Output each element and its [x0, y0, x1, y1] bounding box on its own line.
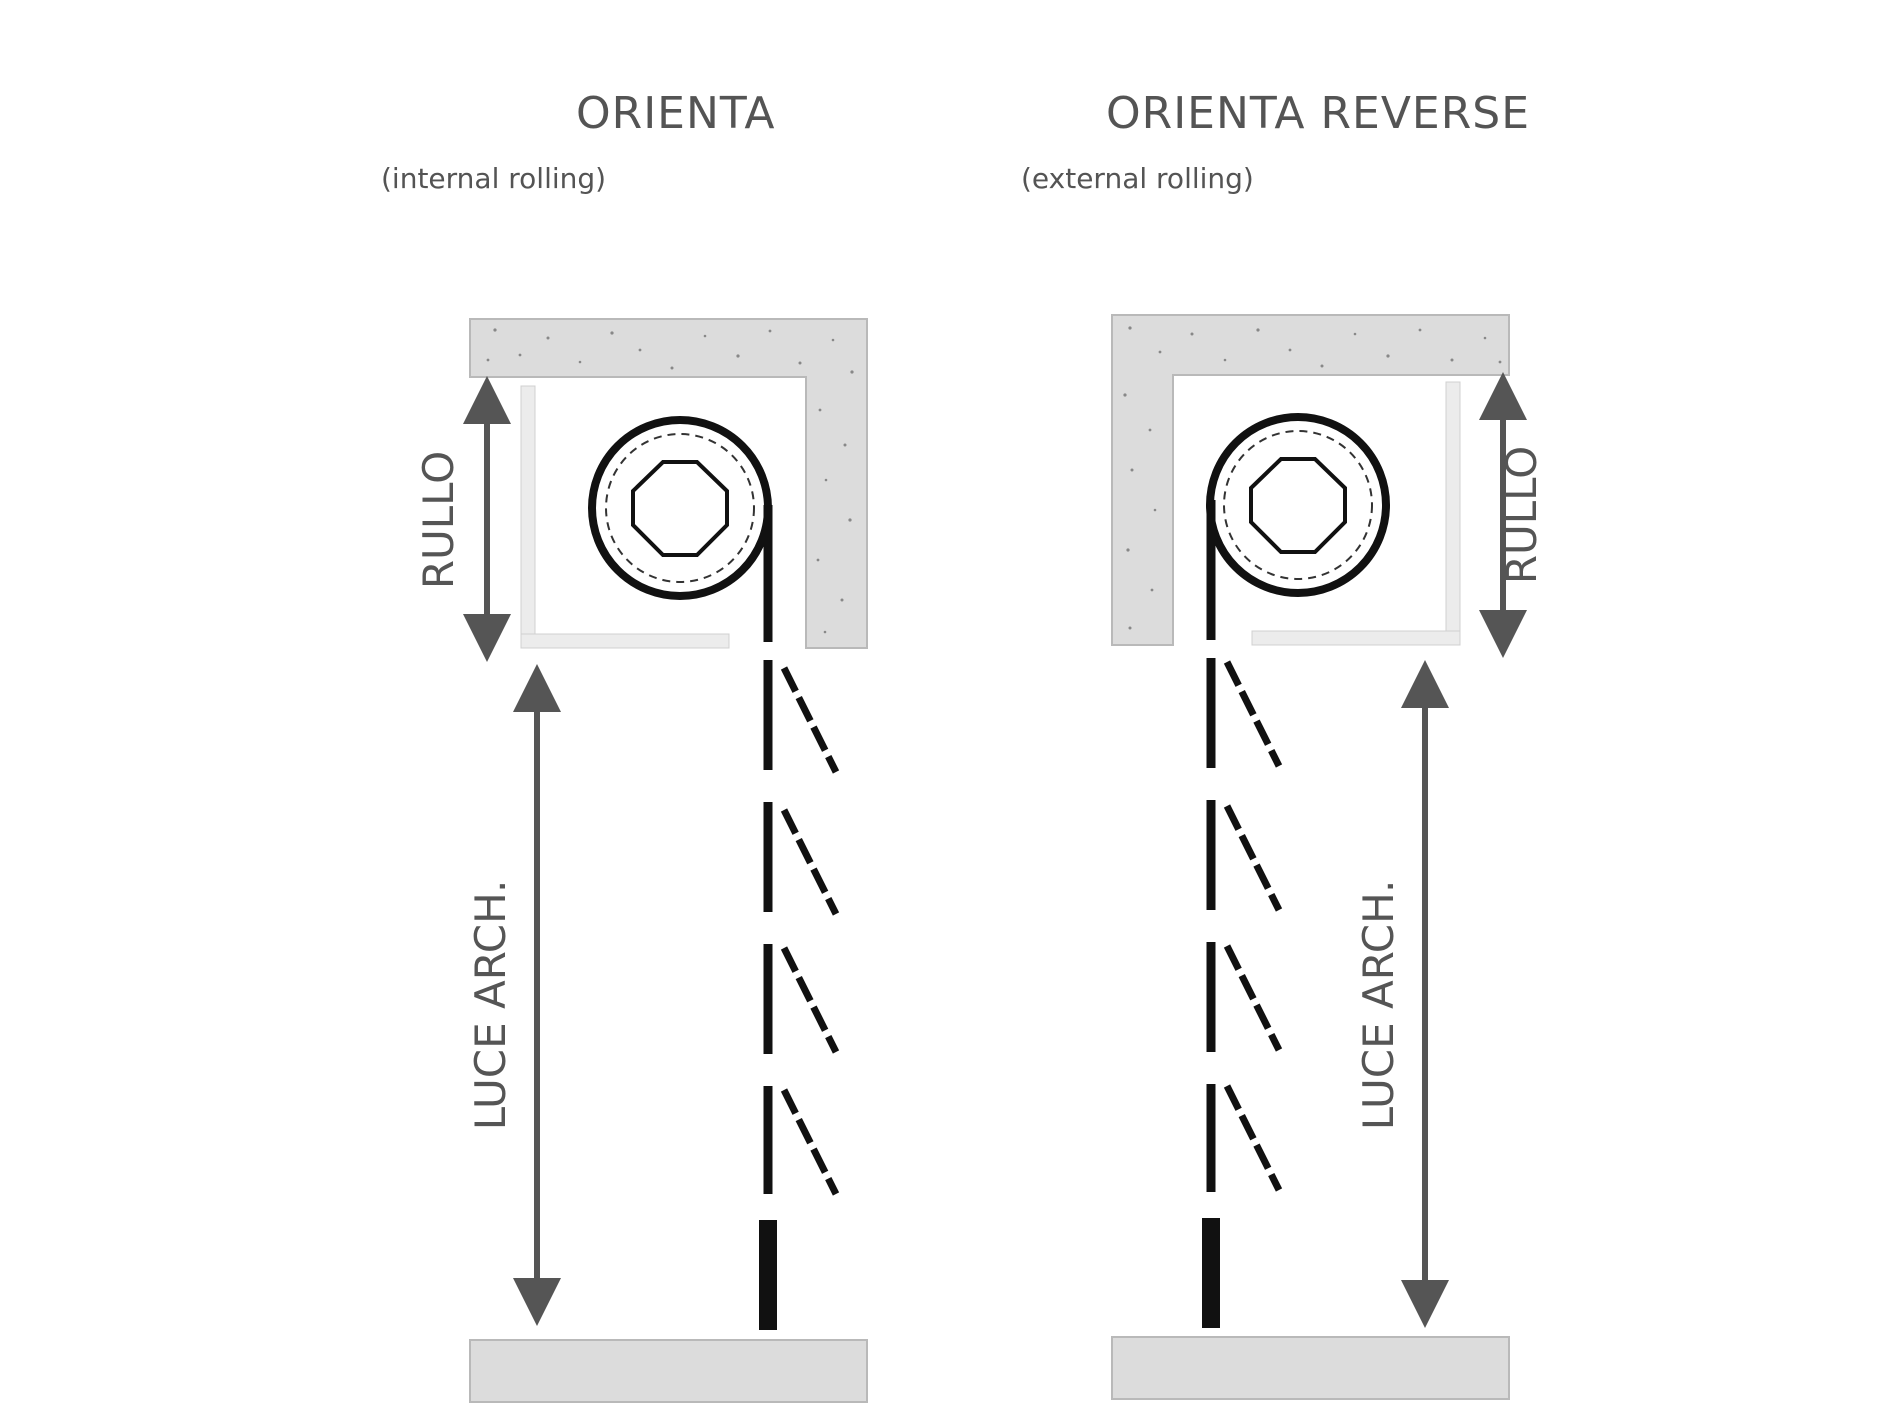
- roll-height-label: RULLO: [1497, 446, 1546, 584]
- roll-height-label: RULLO: [414, 451, 463, 589]
- shutter-box: [520, 385, 730, 649]
- sill: [1111, 1336, 1510, 1400]
- shutter-slats: [759, 505, 840, 1330]
- shutter-slats: [1202, 500, 1283, 1328]
- orienta-diagram: RULLO LUCE ARCH.: [414, 318, 868, 1403]
- lintel-concrete: [1111, 314, 1510, 646]
- panel-subtitle-orienta: (internal rolling): [381, 162, 607, 195]
- panel-title-orienta: ORIENTA: [576, 88, 776, 139]
- roll-drum: [1206, 413, 1390, 597]
- opening-height-label: LUCE ARCH.: [1354, 880, 1403, 1131]
- orienta-reverse-diagram: RULLO LUCE ARCH.: [1111, 314, 1546, 1400]
- roll-drum: [588, 416, 772, 600]
- shutter-box: [1251, 381, 1461, 646]
- opening-height-label: LUCE ARCH.: [466, 880, 515, 1131]
- panel-title-orienta-reverse: ORIENTA REVERSE: [1106, 88, 1531, 139]
- sill: [469, 1339, 868, 1403]
- panel-subtitle-orienta-reverse: (external rolling): [1021, 162, 1254, 195]
